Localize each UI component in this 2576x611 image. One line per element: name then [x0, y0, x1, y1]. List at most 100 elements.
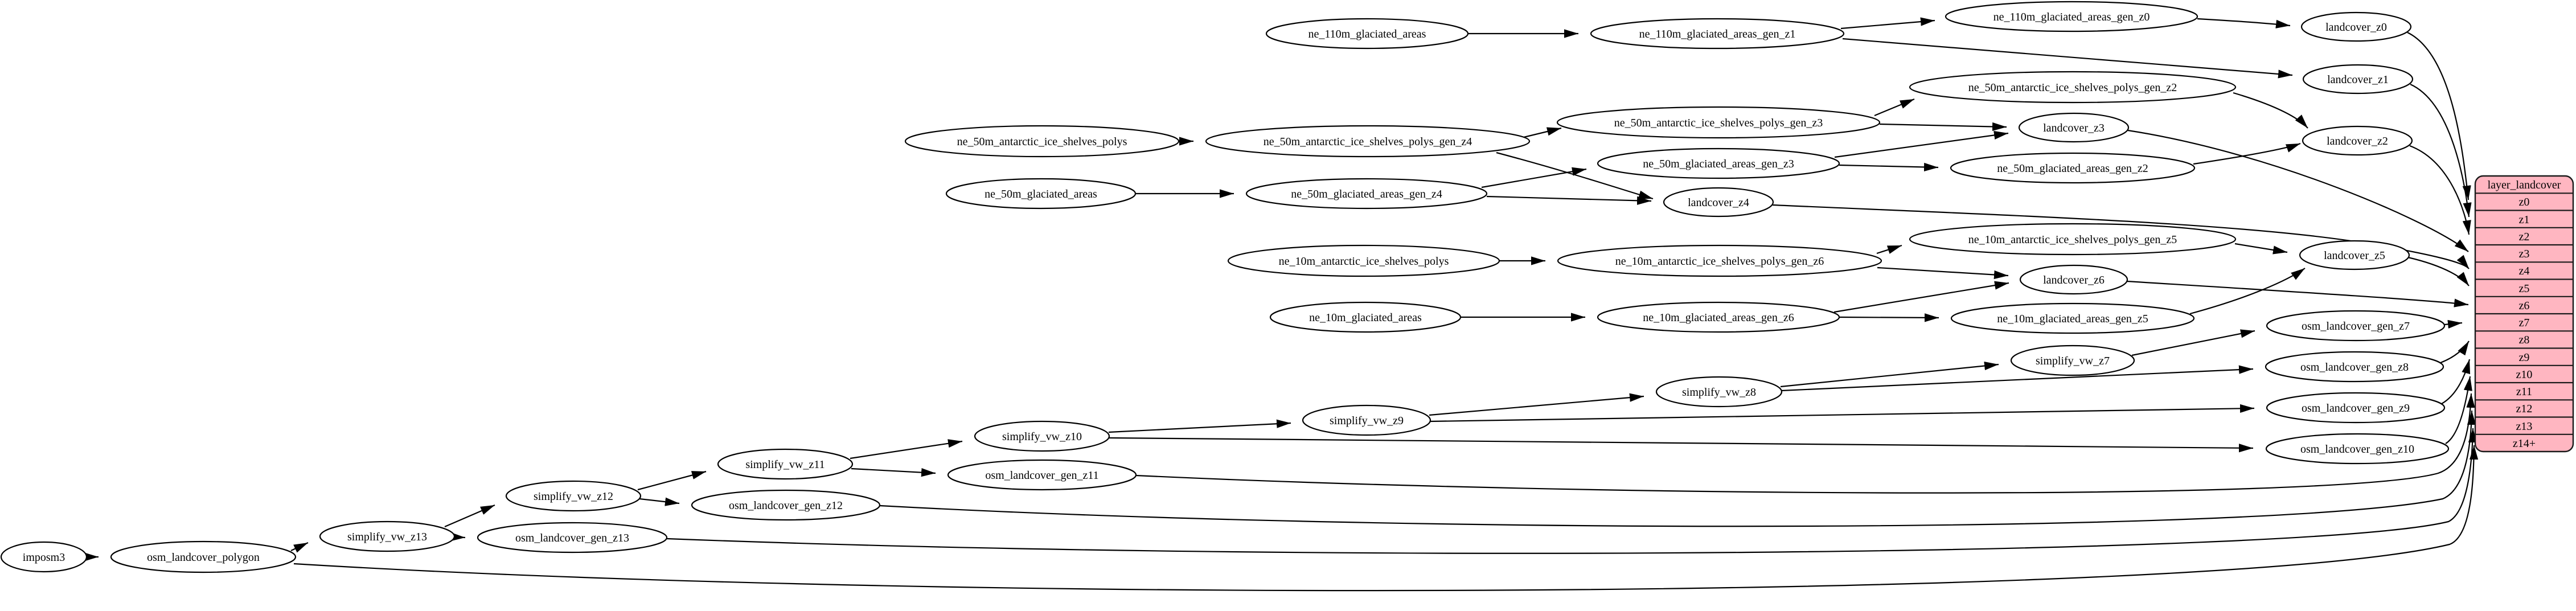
node-ne50m-antarctic-ice-shelves-polys-gen-z4: ne_50m_antarctic_ice_shelves_polys_gen_z…	[1205, 125, 1531, 158]
node-label: landcover_z3	[2043, 122, 2105, 134]
edge-simplify-z10-to-gen-z10	[1109, 437, 2254, 453]
node-osm-landcover-polygon: osm_landcover_polygon	[110, 540, 297, 573]
node-label: landcover_z4	[1688, 196, 1749, 209]
node-label: simplify_vw_z7	[2036, 355, 2110, 367]
node-imposm3: imposm3	[0, 541, 88, 573]
edge-ne50m-ant-genz3-to-landcover-z3	[1879, 122, 2007, 132]
node-ellipse	[1245, 178, 1488, 210]
node-label: osm_landcover_gen_z11	[985, 469, 1098, 482]
node-osm-landcover-gen-z13: osm_landcover_gen_z13	[477, 522, 668, 553]
node-label: ne_50m_antarctic_ice_shelves_polys_gen_z…	[1614, 117, 1823, 129]
node-label: simplify_vw_z12	[534, 490, 613, 503]
node-label: imposm3	[23, 551, 65, 564]
table-layer-landcover: layer_landcover z0 z1 z2 z3 z4 z5 z6 z7 …	[2474, 175, 2574, 453]
edge-gen-z13-to-row-z13	[666, 428, 2477, 554]
table-row-dividers	[2475, 192, 2573, 435]
node-ellipse	[2018, 112, 2130, 143]
node-ellipse	[1590, 18, 1845, 50]
table-row-z8: z8	[2519, 334, 2530, 346]
edge-simplify-z11-to-simplify-z10	[850, 439, 963, 460]
table-row-z9: z9	[2519, 351, 2530, 364]
node-ellipse	[1909, 71, 2237, 104]
edge-landcover-z3-to-row-z3	[2127, 129, 2469, 252]
edge-polygon-to-row-z14plus	[293, 445, 2479, 592]
node-label: landcover_z6	[2043, 274, 2105, 286]
node-ellipse	[110, 540, 297, 573]
node-label: osm_landcover_gen_z13	[515, 532, 629, 544]
edge-landcover-z6-to-row-z6	[2126, 280, 2469, 307]
node-ellipse	[717, 448, 854, 480]
edge-simplify-z13-to-simplify-z12	[444, 504, 495, 528]
table-title: layer_landcover	[2488, 179, 2561, 191]
edge-landcover-z2-to-row-z2	[2409, 145, 2471, 235]
node-ellipse	[1556, 106, 1881, 139]
node-ellipse	[691, 489, 881, 521]
node-ellipse	[974, 420, 1110, 452]
node-ne110m-glaciated-areas-gen-z1: ne_110m_glaciated_areas_gen_z1	[1590, 18, 1845, 50]
node-osm-landcover-gen-z12: osm_landcover_gen_z12	[691, 489, 881, 521]
edge-gen-z9-to-row-z9	[2441, 359, 2471, 404]
node-label: simplify_vw_z11	[745, 458, 825, 471]
node-osm-landcover-gen-z8: osm_landcover_gen_z8	[2265, 351, 2444, 383]
edge-ne10m-glac-genz6-to-landcover-z6	[1833, 281, 2009, 313]
node-ellipse	[1950, 302, 2195, 334]
node-ne10m-antarctic-ice-shelves-polys-gen-z6: ne_10m_antarctic_ice_shelves_polys_gen_z…	[1557, 244, 1882, 277]
node-landcover-z3: landcover_z3	[2018, 112, 2130, 143]
node-label: ne_110m_glaciated_areas_gen_z1	[1639, 28, 1796, 40]
table-row-z6: z6	[2519, 300, 2530, 312]
edge-landcover-z0-to-row-z0	[2407, 32, 2471, 200]
table-row-z12: z12	[2516, 403, 2533, 415]
node-label: osm_landcover_polygon	[147, 551, 260, 564]
node-landcover-z4: landcover_z4	[1663, 187, 1774, 218]
node-label: landcover_z2	[2327, 135, 2388, 147]
edge-ne50m-glac-genz2-to-landcover-z2	[2193, 142, 2301, 165]
node-ne10m-glaciated-areas: ne_10m_glaciated_areas	[1269, 301, 1462, 333]
edge-ne50m-ant-genz4-to-genz3	[1523, 127, 1562, 138]
node-label: ne_110m_glaciated_areas_gen_z0	[1993, 11, 2150, 23]
node-label: osm_landcover_gen_z7	[2302, 320, 2410, 333]
node-ne50m-glaciated-areas: ne_50m_glaciated_areas	[945, 178, 1137, 210]
node-ellipse	[2266, 310, 2446, 342]
node-ne50m-glaciated-areas-gen-z4: ne_50m_glaciated_areas_gen_z4	[1245, 178, 1488, 210]
node-ellipse	[2266, 392, 2446, 424]
node-ne50m-antarctic-ice-shelves-polys: ne_50m_antarctic_ice_shelves_polys	[904, 125, 1180, 158]
table-row-z2: z2	[2519, 231, 2530, 243]
node-ellipse	[1663, 187, 1774, 218]
node-ellipse	[2300, 11, 2412, 42]
edge-simplify-z12-to-simplify-z11	[637, 470, 707, 491]
node-simplify-vw-z9: simplify_vw_z9	[1302, 404, 1431, 436]
node-label: ne_50m_antarctic_ice_shelves_polys_gen_z…	[1968, 81, 2177, 94]
node-landcover-z0: landcover_z0	[2300, 11, 2412, 42]
node-label: landcover_z0	[2325, 21, 2387, 34]
node-label: ne_50m_glaciated_areas_gen_z4	[1291, 188, 1442, 200]
node-ellipse	[2010, 345, 2135, 376]
node-ellipse	[947, 459, 1137, 491]
node-osm-landcover-gen-z7: osm_landcover_gen_z7	[2266, 310, 2446, 342]
node-ne50m-glaciated-areas-gen-z2: ne_50m_glaciated_areas_gen_z2	[1950, 152, 2196, 184]
node-ne110m-glaciated-areas: ne_110m_glaciated_areas	[1265, 18, 1469, 50]
table-row-z10: z10	[2516, 368, 2533, 381]
node-ellipse	[2302, 64, 2414, 95]
node-ne10m-antarctic-ice-shelves-polys-gen-z5: ne_10m_antarctic_ice_shelves_polys_gen_z…	[1909, 223, 2237, 256]
edge-ne50m-glac-genz3-to-genz2	[1839, 162, 1939, 172]
edge-ne10m-glac-genz6-to-genz5	[1839, 313, 1939, 322]
table-row-z3: z3	[2519, 248, 2530, 260]
node-ellipse	[1269, 301, 1462, 333]
node-ellipse	[1205, 125, 1531, 158]
node-label: landcover_z5	[2324, 249, 2385, 262]
edge-layer	[84, 17, 2479, 592]
node-label: ne_10m_antarctic_ice_shelves_polys_gen_z…	[1615, 255, 1824, 268]
node-simplify-vw-z11: simplify_vw_z11	[717, 448, 854, 480]
node-label: simplify_vw_z9	[1330, 415, 1404, 427]
node-ellipse	[1950, 152, 2196, 184]
edge-polygon-to-simplify-z13	[290, 542, 309, 553]
node-ellipse	[0, 541, 88, 573]
node-simplify-vw-z10: simplify_vw_z10	[974, 420, 1110, 452]
node-label: ne_50m_antarctic_ice_shelves_polys_gen_z…	[1264, 136, 1472, 148]
edge-simplify-z10-to-simplify-z9	[1108, 419, 1291, 433]
node-label: osm_landcover_gen_z10	[2300, 443, 2414, 456]
node-label: ne_50m_antarctic_ice_shelves_polys	[957, 136, 1127, 148]
node-simplify-vw-z12: simplify_vw_z12	[505, 480, 642, 512]
node-osm-landcover-gen-z9: osm_landcover_gen_z9	[2266, 392, 2446, 424]
